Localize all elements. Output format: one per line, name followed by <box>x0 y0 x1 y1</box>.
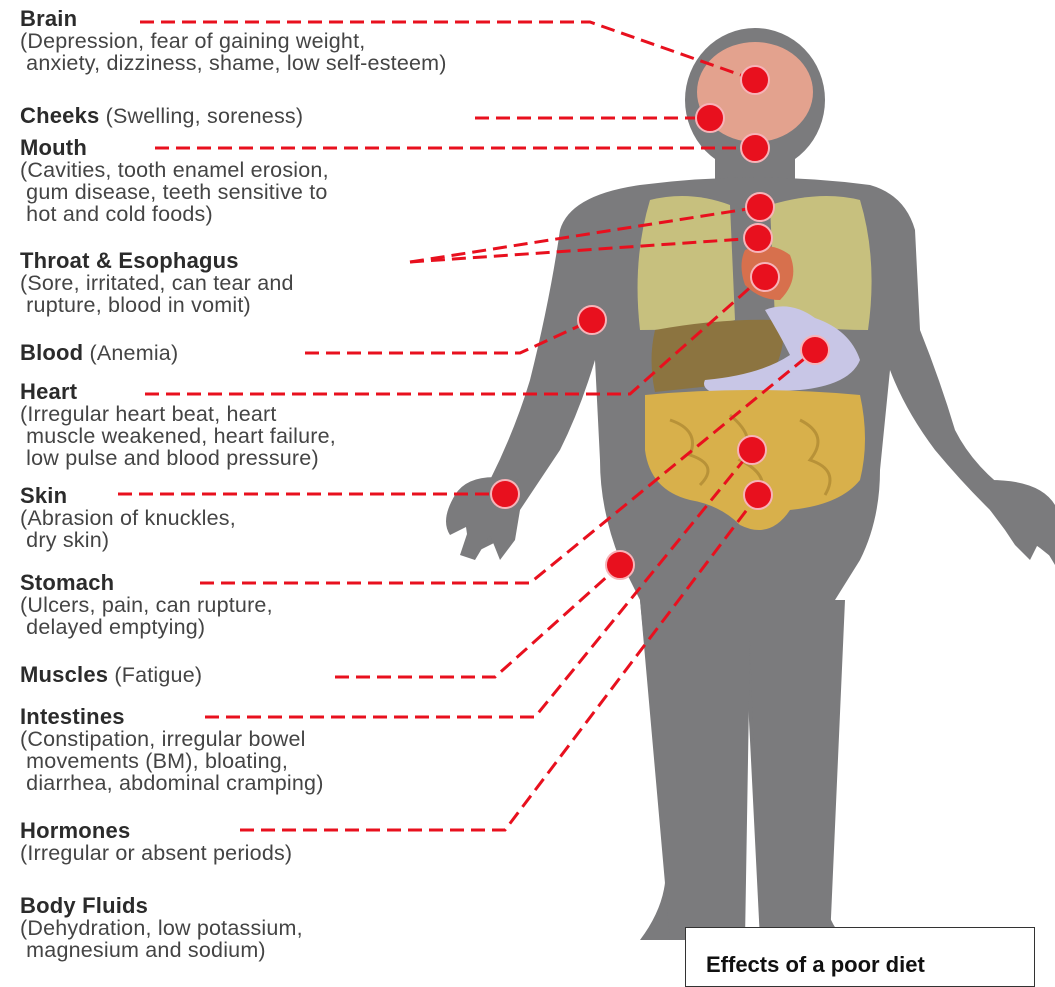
marker-throat <box>746 193 774 221</box>
marker-esophagus <box>744 224 772 252</box>
label-desc: (Constipation, irregular bowel movements… <box>20 727 324 795</box>
label-desc: (Irregular heart beat, heart muscle weak… <box>20 402 336 470</box>
label-title: Skin <box>20 483 67 508</box>
label-desc: (Fatigue) <box>108 663 202 687</box>
label-title: Muscles <box>20 662 108 687</box>
marker-mouth <box>741 134 769 162</box>
marker-hormones <box>744 481 772 509</box>
label-title: Heart <box>20 379 77 404</box>
label-title: Brain <box>20 6 77 31</box>
label-desc: (Cavities, tooth enamel erosion, gum dis… <box>20 158 329 226</box>
label-title: Hormones <box>20 818 130 843</box>
label-desc: (Sore, irritated, can tear and rupture, … <box>20 271 294 317</box>
label-intestines: Intestines (Constipation, irregular bowe… <box>20 706 324 794</box>
marker-blood <box>578 306 606 334</box>
marker-muscles <box>606 551 634 579</box>
label-throat-esophagus: Throat & Esophagus (Sore, irritated, can… <box>20 250 294 316</box>
label-title: Intestines <box>20 704 125 729</box>
label-title: Blood <box>20 340 83 365</box>
label-desc: (Swelling, soreness) <box>99 104 303 128</box>
marker-heart <box>751 263 779 291</box>
label-title: Cheeks <box>20 103 99 128</box>
caption-box: Effects of a poor diet <box>685 927 1035 987</box>
label-body-fluids: Body Fluids (Dehydration, low potassium,… <box>20 895 303 961</box>
marker-cheeks <box>696 104 724 132</box>
marker-brain <box>741 66 769 94</box>
marker-skin <box>491 480 519 508</box>
label-stomach: Stomach (Ulcers, pain, can rupture, dela… <box>20 572 273 638</box>
label-desc: (Anemia) <box>83 341 178 365</box>
label-heart: Heart (Irregular heart beat, heart muscl… <box>20 381 336 469</box>
label-desc: (Dehydration, low potassium, magnesium a… <box>20 916 303 962</box>
label-skin: Skin (Abrasion of knuckles, dry skin) <box>20 485 236 551</box>
label-cheeks: Cheeks (Swelling, soreness) <box>20 105 303 127</box>
label-muscles: Muscles (Fatigue) <box>20 664 202 686</box>
marker-intestines <box>738 436 766 464</box>
label-blood: Blood (Anemia) <box>20 342 178 364</box>
label-desc: (Irregular or absent periods) <box>20 841 292 865</box>
label-desc: (Depression, fear of gaining weight, anx… <box>20 29 447 75</box>
label-mouth: Mouth (Cavities, tooth enamel erosion, g… <box>20 137 329 225</box>
label-hormones: Hormones (Irregular or absent periods) <box>20 820 292 864</box>
marker-stomach <box>801 336 829 364</box>
label-desc: (Abrasion of knuckles, dry skin) <box>20 506 236 552</box>
label-brain: Brain (Depression, fear of gaining weigh… <box>20 8 447 74</box>
caption-text: Effects of a poor diet <box>706 952 925 978</box>
label-title: Stomach <box>20 570 114 595</box>
label-title: Body Fluids <box>20 893 148 918</box>
label-desc: (Ulcers, pain, can rupture, delayed empt… <box>20 593 273 639</box>
label-title: Mouth <box>20 135 87 160</box>
label-title: Throat & Esophagus <box>20 248 239 273</box>
